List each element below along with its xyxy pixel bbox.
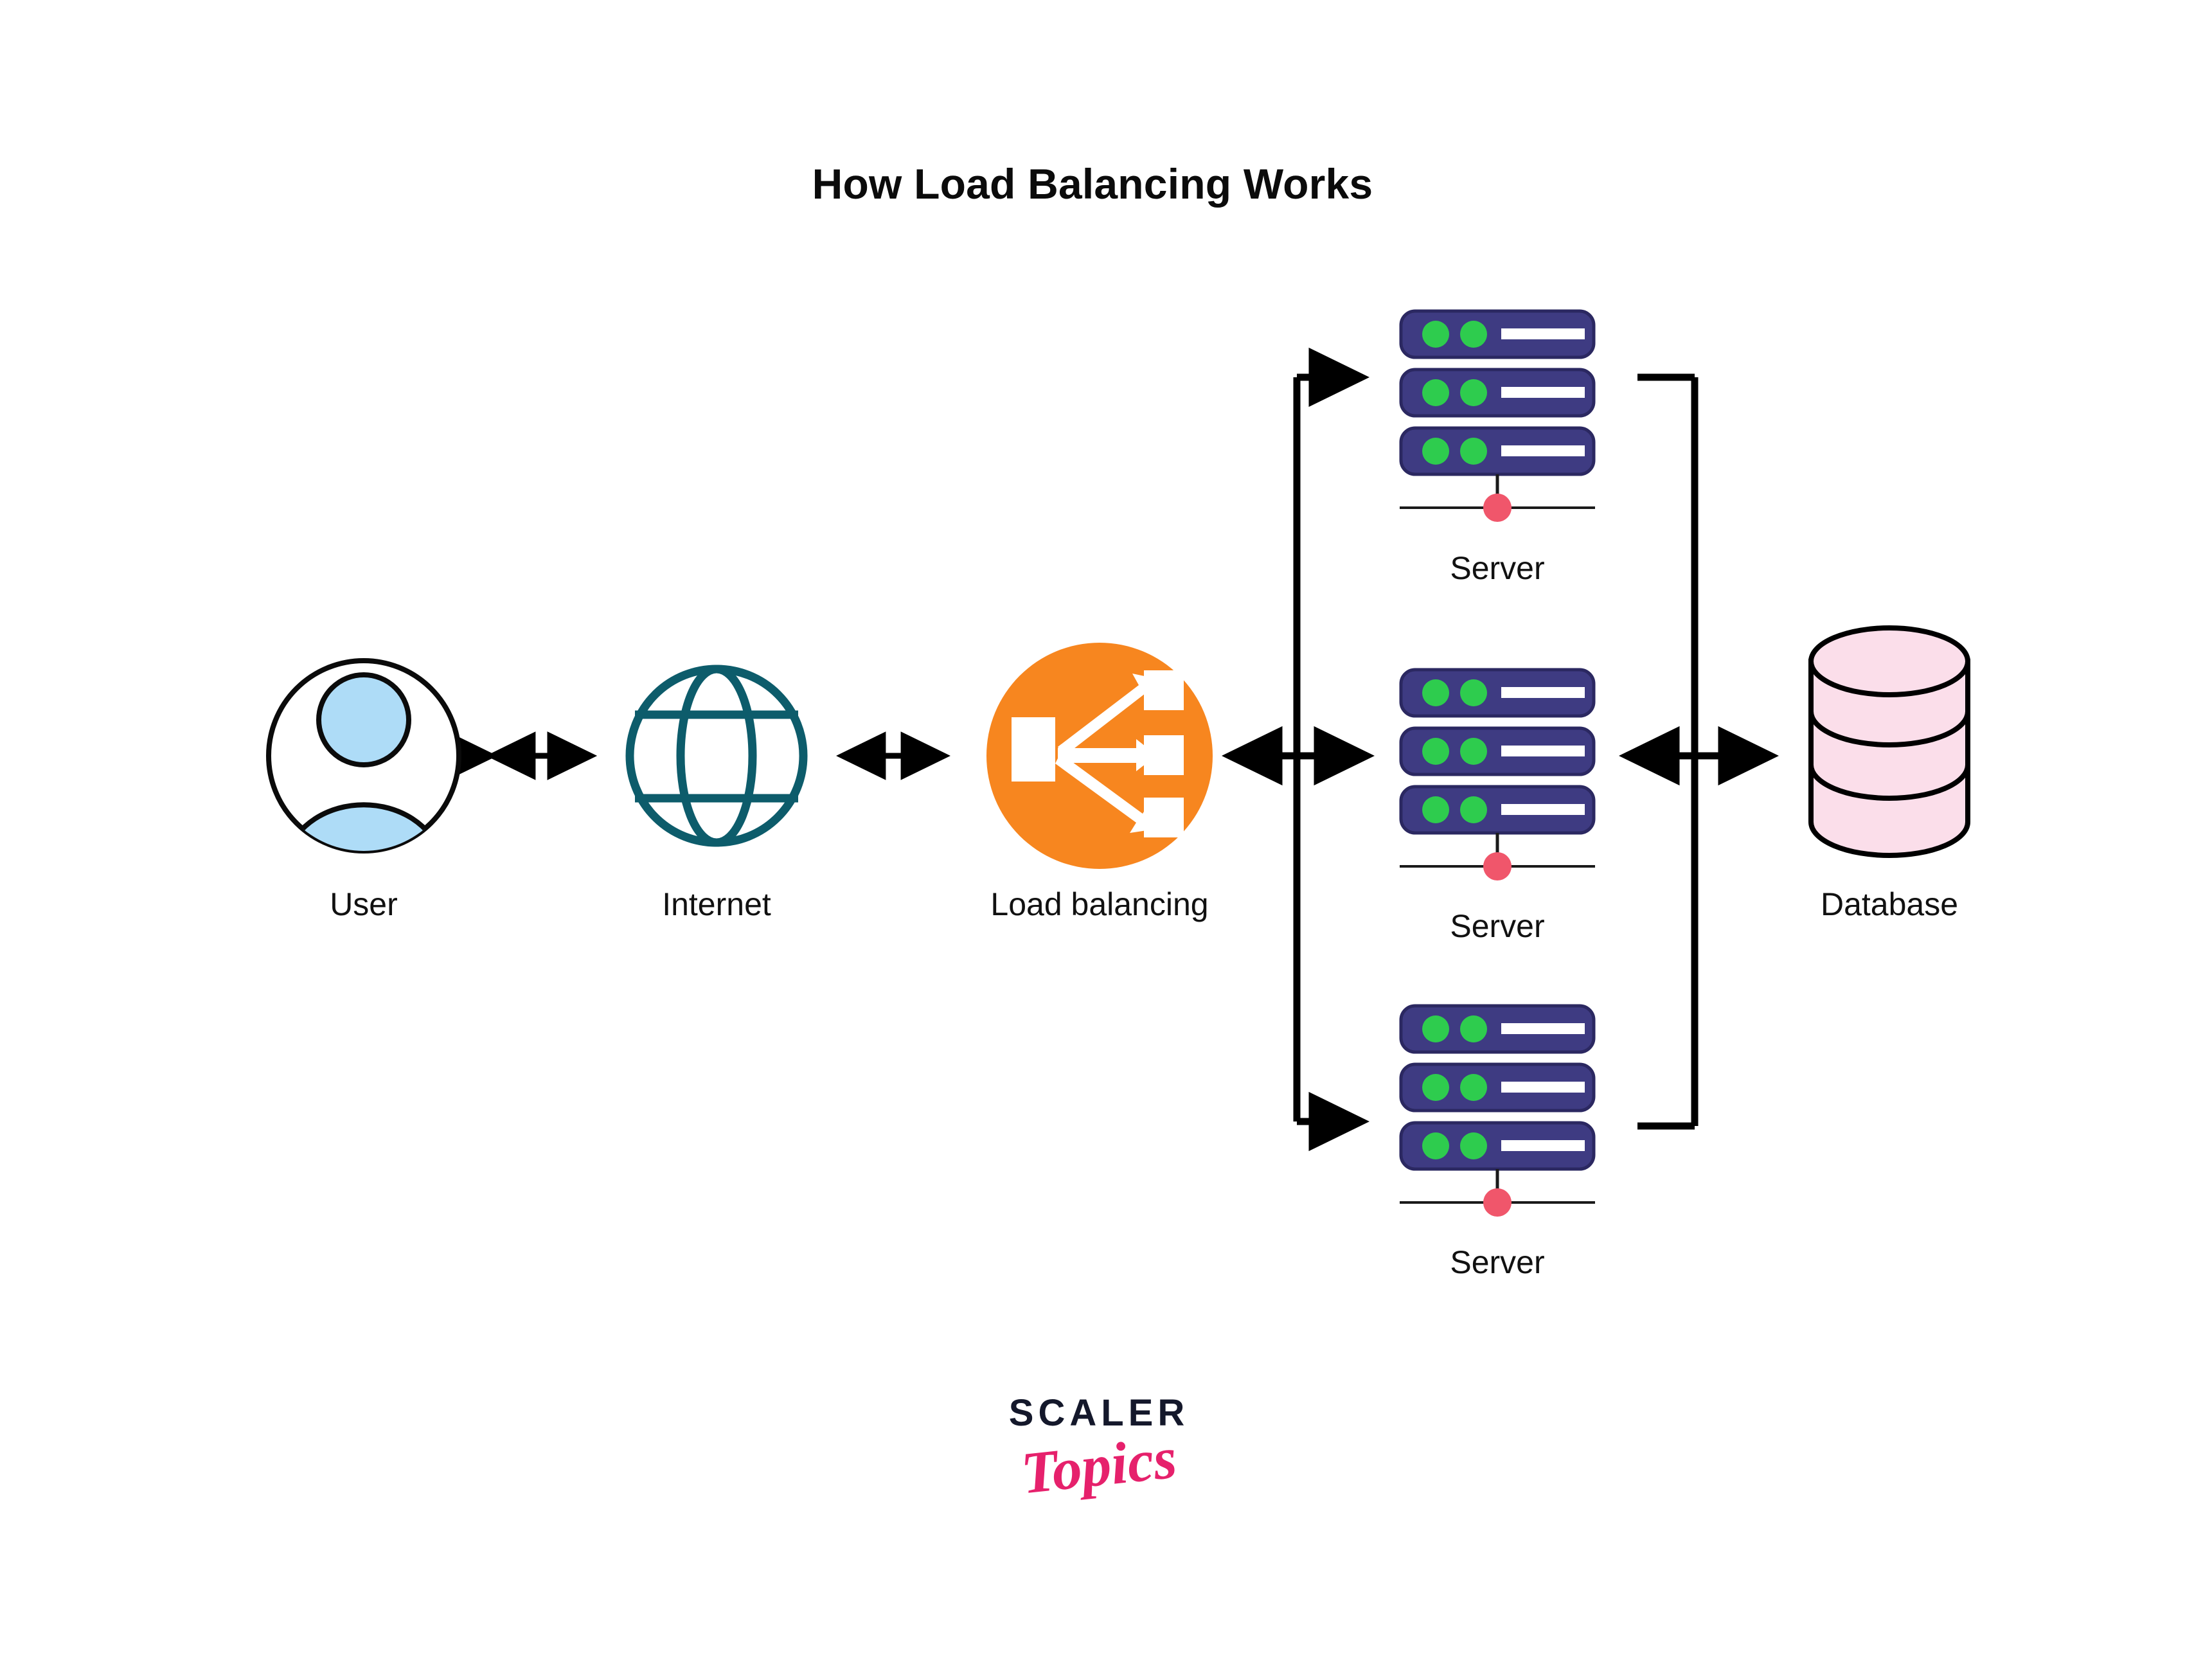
server-base [1400,1169,1595,1217]
node-label-database: Database [1820,886,1959,922]
server-led [1460,1074,1487,1101]
server-rack-icon [1399,1004,1596,1217]
logo-scriptmark: Topics [1018,1424,1180,1506]
server-slot [1501,1023,1585,1034]
server-rack-icon [1399,309,1596,522]
server-led [1422,1015,1449,1042]
server-slot [1501,387,1585,398]
node-label-load-balancing: Load balancing [990,886,1209,922]
globe-icon [625,665,808,847]
server-slot [1501,746,1585,756]
node-label-internet: Internet [662,886,771,922]
server-led [1460,438,1487,465]
server-bar [1399,1121,1596,1171]
server-base [1400,833,1595,880]
server-base [1400,474,1595,522]
server-rack-icon [1399,668,1596,880]
page-title: How Load Balancing Works [812,160,1373,208]
server-base-dot [1483,852,1512,880]
server-led [1460,1132,1487,1159]
server-led [1422,1132,1449,1159]
server-led [1460,379,1487,406]
load-balancer-icon [986,643,1213,869]
server-led [1422,379,1449,406]
server-led [1422,438,1449,465]
server-led [1460,796,1487,823]
server-slot [1501,1140,1585,1151]
server-led [1422,1074,1449,1101]
server-bar [1399,726,1596,776]
server-led [1422,738,1449,765]
node-label-user: User [330,886,398,922]
server-led [1422,679,1449,706]
database-cylinder-icon [1808,625,1970,858]
server-slot [1501,445,1585,456]
server-slot [1501,328,1585,339]
node-label-server-middle: Server [1450,908,1545,944]
node-label-server-top: Server [1450,550,1545,586]
server-slot [1501,1082,1585,1093]
connector-servers-database [1618,373,1779,1130]
server-led [1460,738,1487,765]
server-bar [1399,785,1596,835]
server-slot [1501,687,1585,698]
server-bar [1399,1004,1596,1054]
server-led [1422,321,1449,348]
server-bar [1399,368,1596,418]
logo-wordmark: SCALER [1008,1392,1190,1434]
user-avatar-icon [266,658,461,853]
server-bar [1399,1062,1596,1113]
server-led [1460,679,1487,706]
connector-loadbalancer-servers [1221,347,1375,1152]
server-led [1460,321,1487,348]
server-base-dot [1483,494,1512,522]
server-bar [1399,668,1596,718]
server-bar [1399,309,1596,359]
scaler-topics-logo: SCALER Topics [932,1395,1266,1562]
server-slot [1501,804,1585,815]
server-base-dot [1483,1188,1512,1217]
server-led [1460,1015,1487,1042]
server-led [1422,796,1449,823]
node-label-server-bottom: Server [1450,1244,1545,1280]
